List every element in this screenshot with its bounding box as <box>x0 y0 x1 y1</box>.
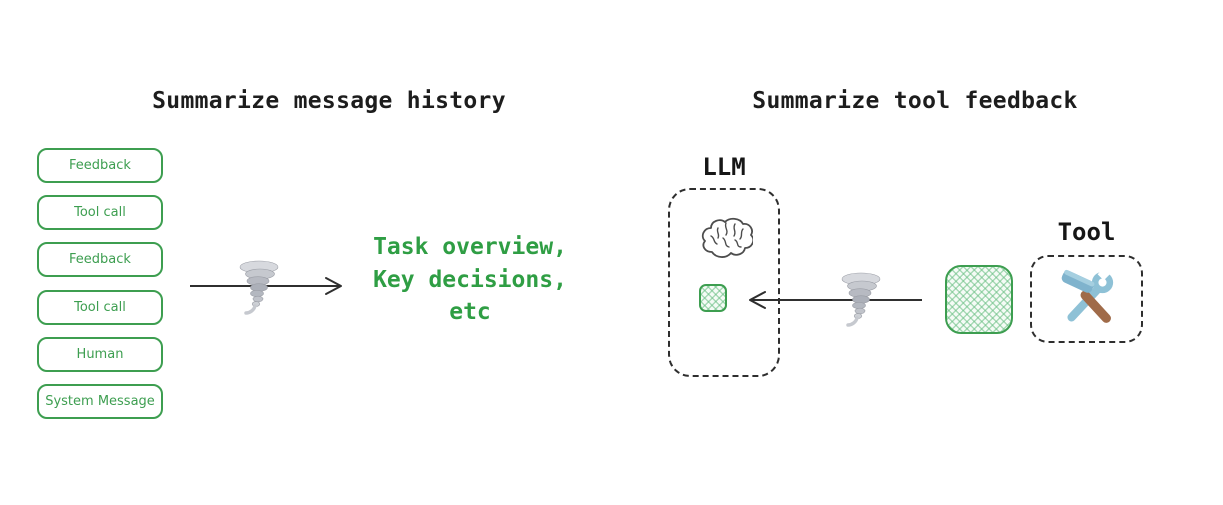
message-box-label: Feedback <box>69 252 131 267</box>
message-box-feedback-2: Feedback <box>37 242 163 277</box>
message-box-label: System Message <box>45 394 155 409</box>
message-box-system-message: System Message <box>37 384 163 419</box>
message-box-tool-call-1: Tool call <box>37 195 163 230</box>
summarize-arrow-left <box>744 287 924 313</box>
summary-line-2: Key decisions, <box>373 266 567 293</box>
summarized-feedback-box <box>699 284 727 312</box>
tornado-icon <box>836 272 886 330</box>
summary-output-text: Task overview, Key decisions, etc <box>358 231 582 329</box>
message-box-tool-call-2: Tool call <box>37 290 163 325</box>
llm-box <box>668 188 780 377</box>
right-diagram-title: Summarize tool feedback <box>752 88 1078 114</box>
message-box-feedback-1: Feedback <box>37 148 163 183</box>
summary-line-3: etc <box>449 299 491 325</box>
tornado-icon <box>234 260 284 318</box>
message-box-human: Human <box>37 337 163 372</box>
hammer-wrench-icon <box>1059 267 1117 329</box>
llm-label: LLM <box>702 153 746 181</box>
brain-icon <box>699 216 753 260</box>
tool-output-box <box>945 265 1013 334</box>
summary-line-1: Task overview, <box>373 234 567 260</box>
message-box-label: Tool call <box>74 205 126 220</box>
tool-label: Tool <box>1057 218 1116 246</box>
message-box-label: Tool call <box>74 300 126 315</box>
message-box-label: Feedback <box>69 158 131 173</box>
tool-box <box>1030 255 1143 343</box>
left-diagram-title: Summarize message history <box>152 88 506 114</box>
message-box-label: Human <box>76 347 124 362</box>
